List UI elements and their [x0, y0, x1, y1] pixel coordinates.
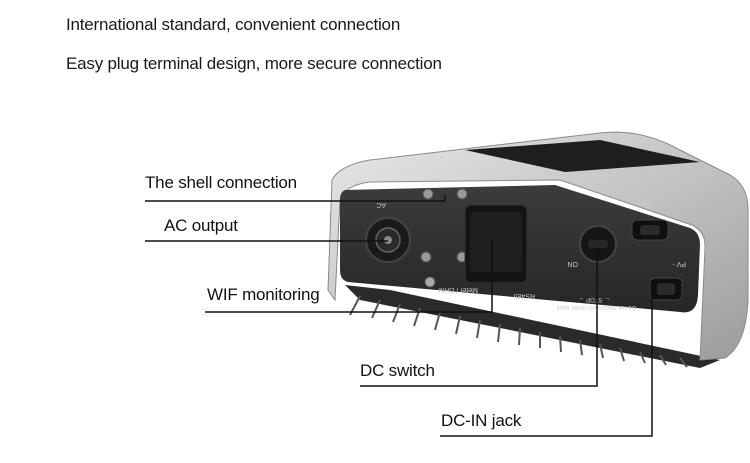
label-off: OFF: [636, 198, 650, 205]
leader-wifi: [205, 240, 493, 313]
top-display-strip: [465, 140, 700, 172]
label-warning: Do not disconnect under load!: [556, 304, 636, 310]
wifi-module: [464, 204, 528, 284]
callout-wifi-monitoring: WIF monitoring: [207, 285, 320, 304]
headline-line-1: International standard, convenient conne…: [66, 15, 401, 34]
leader-lines: [145, 195, 653, 437]
label-ac: AC: [376, 201, 386, 208]
label-rs485: RS485: [513, 292, 535, 299]
label-stop: ← STOP →: [579, 296, 610, 302]
leader-dc-in: [440, 288, 653, 437]
ground-terminal: [424, 276, 436, 288]
outer-shell: [327, 131, 749, 361]
label-pv: PV -: [672, 260, 686, 267]
pv-plus-connector: [631, 219, 669, 241]
callout-dc-in-jack: DC-IN jack: [441, 411, 522, 430]
callout-shell-connection: The shell connection: [145, 173, 297, 192]
callout-ac-output: AC output: [164, 216, 238, 235]
callout-dc-switch: DC switch: [360, 361, 435, 380]
headline-line-2: Easy plug terminal design, more secure c…: [66, 54, 442, 73]
leader-shell: [145, 195, 446, 202]
pv-minus-connector: [649, 277, 683, 301]
label-meter-drm: Meter / DRM: [438, 286, 478, 293]
dc-switch-knob: [579, 225, 617, 263]
ac-output-connector: [365, 217, 411, 263]
leader-dc-switch: [360, 248, 598, 387]
shell-screws: [420, 188, 468, 263]
label-on: ON: [568, 260, 579, 267]
